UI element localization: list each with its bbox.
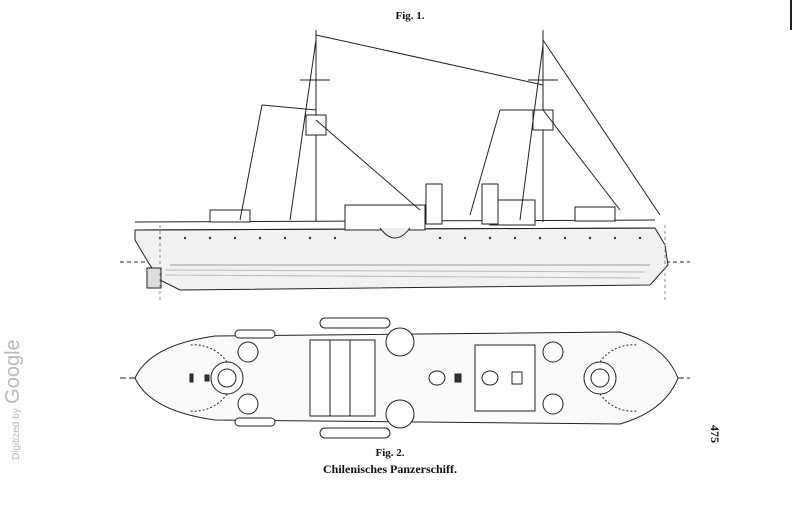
page-number: 475 xyxy=(708,425,722,443)
page-edge-mark xyxy=(790,0,792,30)
watermark-prefix: Digitized by xyxy=(11,408,22,460)
ship-plan-view xyxy=(120,317,690,439)
digitized-watermark: Digitized by Google xyxy=(2,339,25,460)
ship-side-elevation xyxy=(120,30,690,300)
watermark-brand: Google xyxy=(2,339,24,404)
figure-1-caption: Fig. 1. xyxy=(395,10,425,22)
main-caption: Chilenisches Panzerschiff. xyxy=(323,462,457,476)
figure-2-caption: Fig. 2. xyxy=(375,447,405,459)
